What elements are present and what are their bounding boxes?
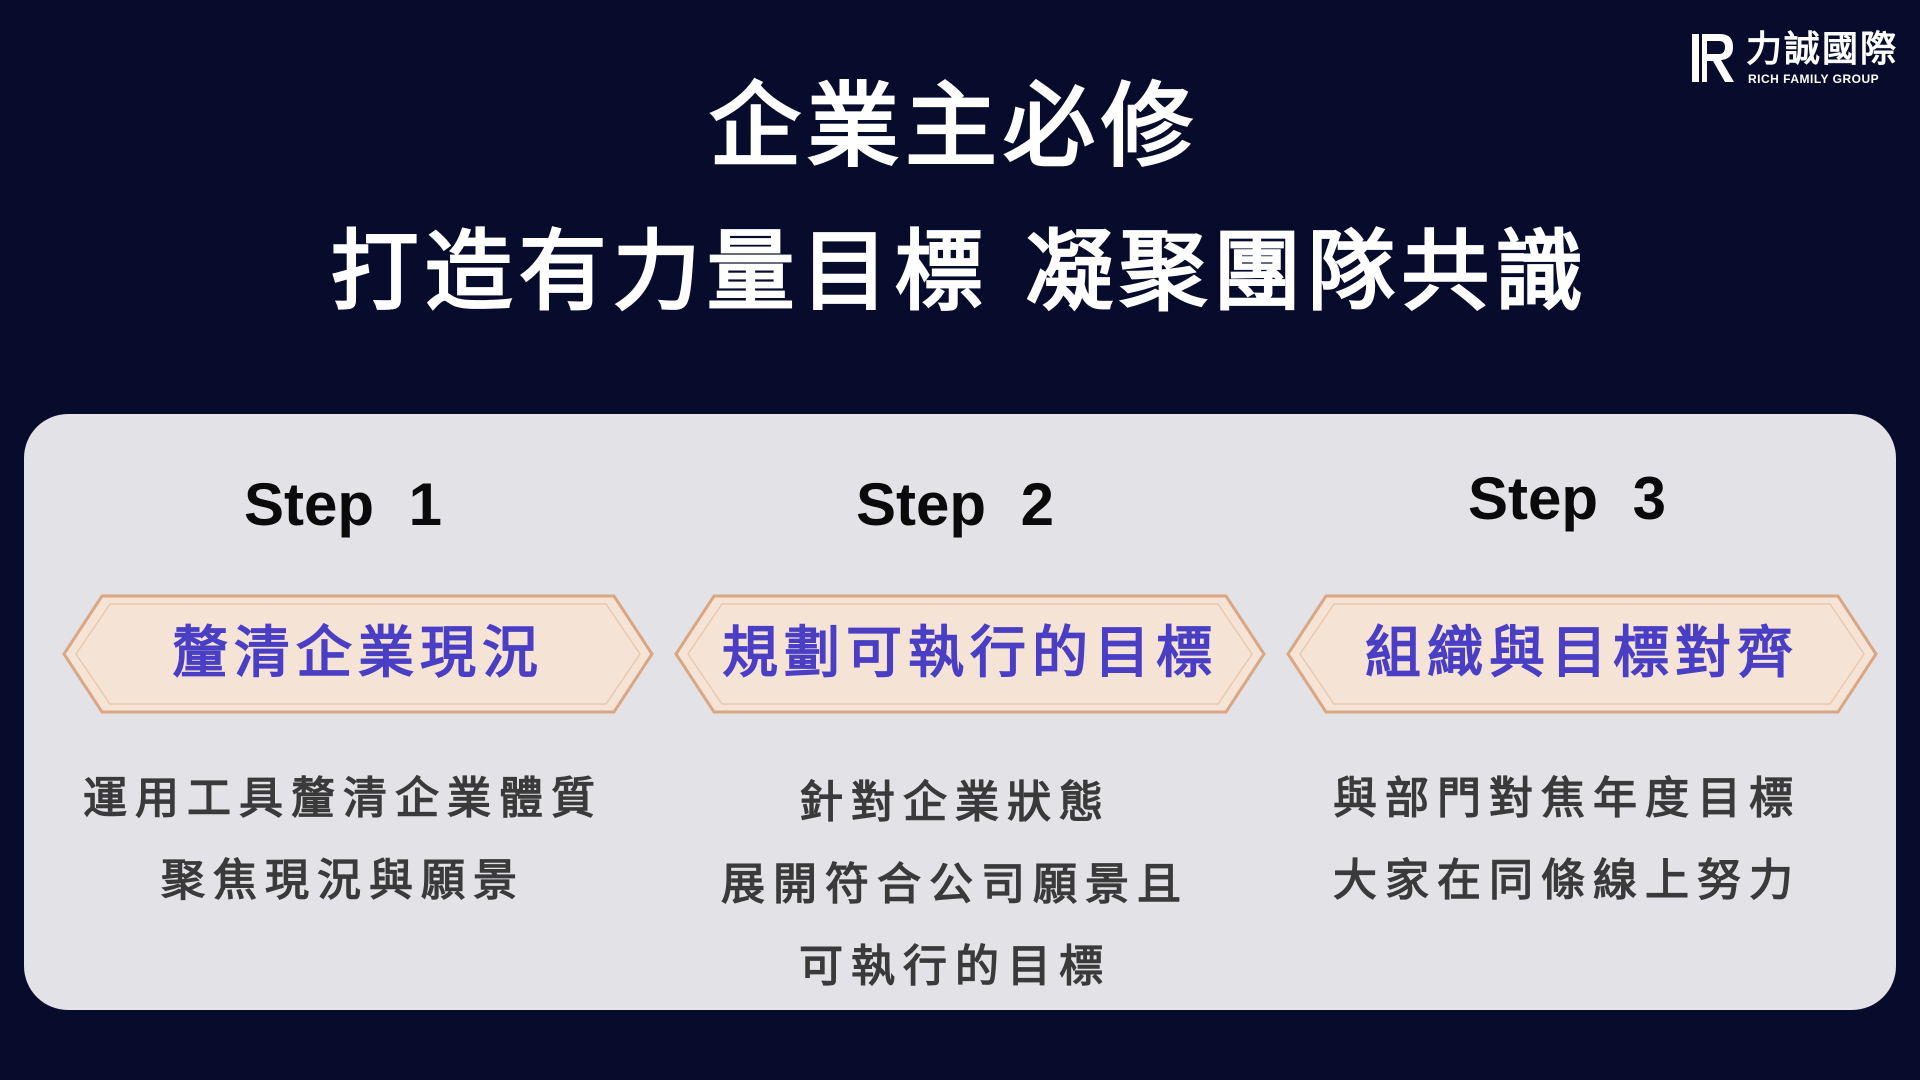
step-description-line: 針對企業狀態 — [799, 777, 1111, 828]
step-1: Step 1 釐清企業現況 運用工具釐清企業體質 聚焦現況與願景 — [38, 414, 654, 1010]
rich-logo-icon — [1692, 34, 1734, 82]
banner-shape — [674, 594, 1266, 714]
step-banner-label: 釐清企業現況 — [172, 621, 544, 686]
step-banner-label: 規劃可執行的目標 — [722, 621, 1218, 686]
step-3: Step 3 組織與目標對齊 與部門對焦年度目標 大家在同條線上努力 — [1262, 414, 1878, 1010]
step-title: Step 1 — [243, 471, 443, 538]
step-description-line: 運用工具釐清企業體質 — [83, 773, 603, 824]
step-description-line: 展開符合公司願景且 — [721, 859, 1189, 910]
brand-name: 力誠國際 — [1746, 29, 1899, 70]
step-2: Step 2 規劃可執行的目標 針對企業狀態 展開符合公司願景且 可執行的目標 — [650, 414, 1266, 1010]
banner-shape — [62, 594, 654, 714]
brand-subtitle: RICH FAMILY GROUP — [1748, 72, 1880, 86]
banner-shape — [1286, 594, 1878, 714]
step-banner: 規劃可執行的目標 — [672, 592, 1268, 716]
step-banner: 組織與目標對齊 — [1284, 592, 1880, 716]
step-title: Step 3 — [1467, 465, 1667, 532]
step-description-line: 聚焦現況與願景 — [161, 855, 525, 906]
page-subtitle: 打造有力量目標 凝聚團隊共識 — [330, 220, 1590, 323]
step-banner: 釐清企業現況 — [60, 592, 656, 716]
steps-panel: Step 1 釐清企業現況 運用工具釐清企業體質 聚焦現況與願景 Step 2 … — [24, 414, 1896, 1010]
page-title: 企業主必修 — [708, 73, 1199, 180]
step-description-line: 可執行的目標 — [799, 941, 1111, 992]
step-title: Step 2 — [855, 471, 1055, 538]
step-banner-label: 組織與目標對齊 — [1365, 621, 1799, 686]
step-description-line: 與部門對焦年度目標 — [1333, 773, 1801, 824]
brand-logo: 力誠國際 RICH FAMILY GROUP — [1690, 28, 1900, 88]
step-description-line: 大家在同條線上努力 — [1333, 855, 1801, 906]
